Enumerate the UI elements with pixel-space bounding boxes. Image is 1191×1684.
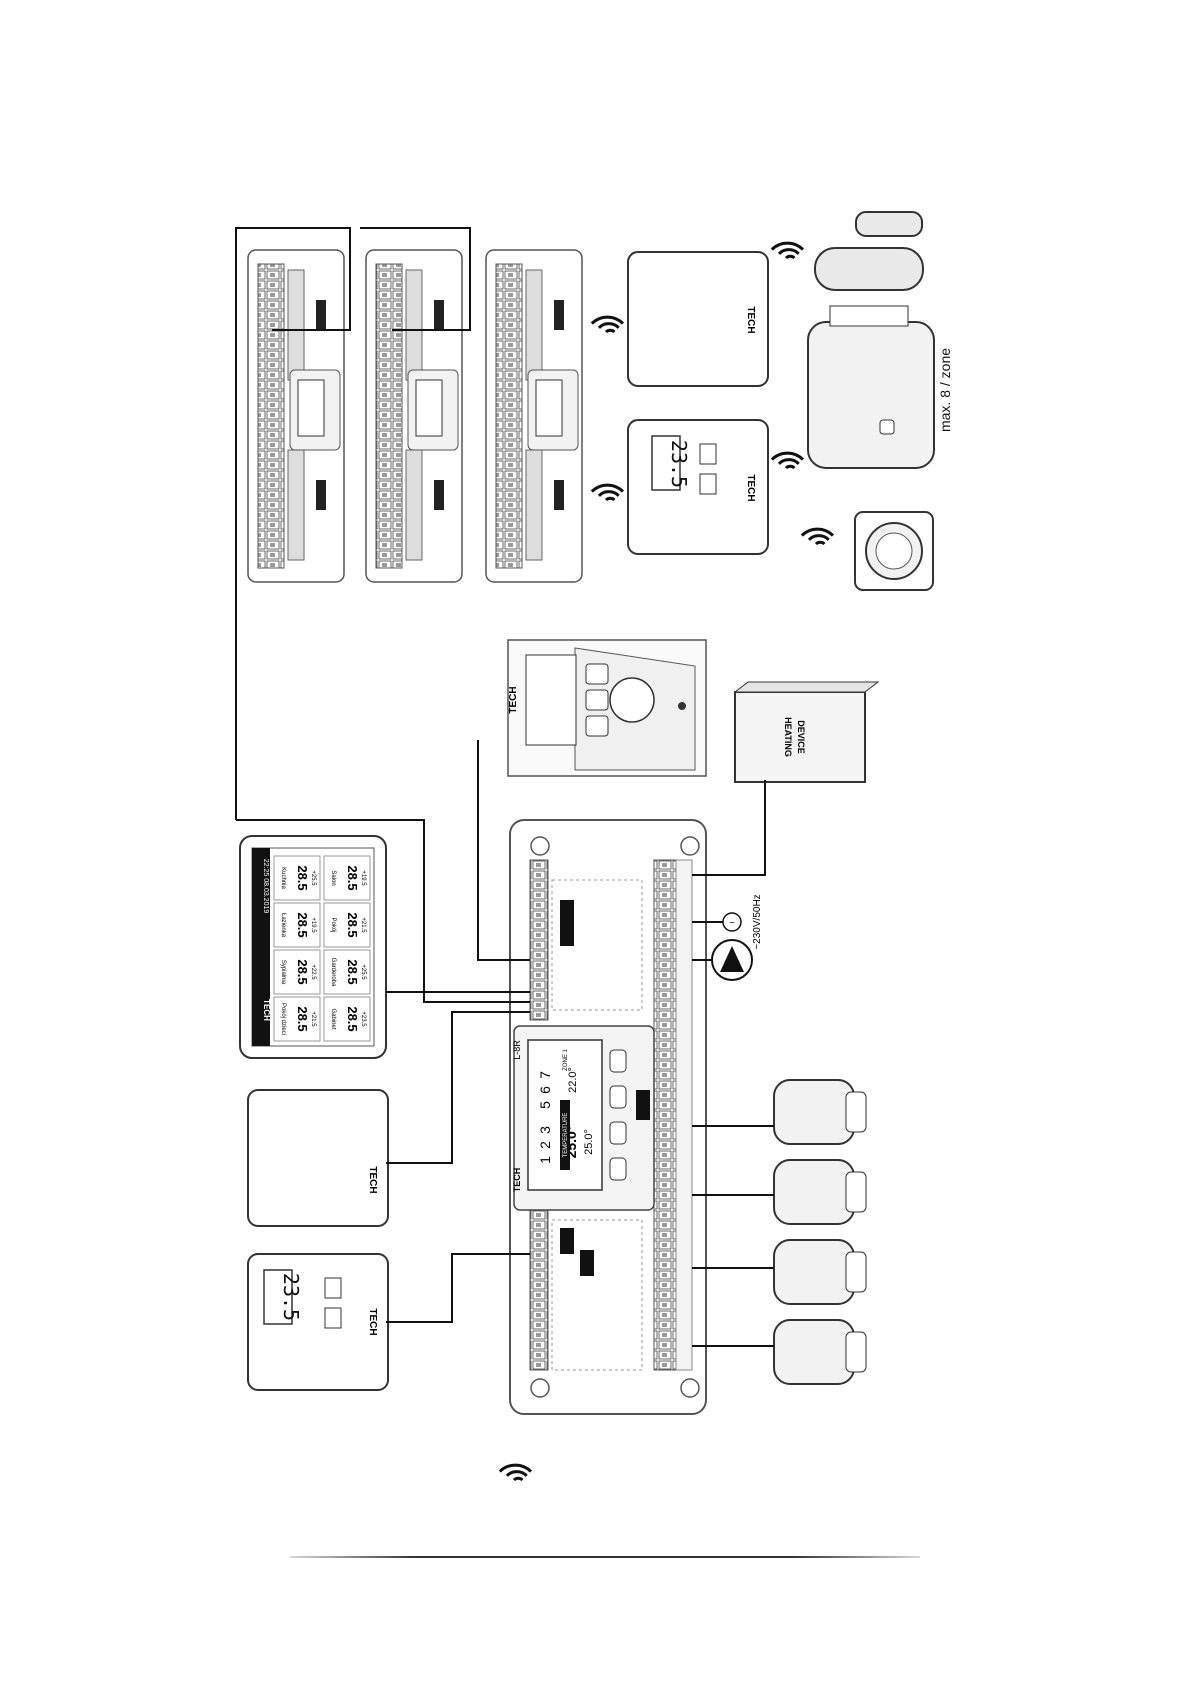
heating-device: HEATING DEVICE xyxy=(733,681,880,783)
actuator-3 xyxy=(773,1239,867,1305)
wired-sensor-plain-brand: TECH xyxy=(367,1166,378,1193)
window-sensor xyxy=(814,211,924,291)
touch-panel-zone-text: +21.5 xyxy=(360,917,366,933)
wireless-actuator-head xyxy=(807,305,935,469)
touch-panel-zone: Salon 28.5+19.5 xyxy=(323,855,371,901)
touch-panel-zone-text: 28.5 xyxy=(295,959,310,984)
touch-panel-zone: Pokój 28.5+21.5 xyxy=(323,902,371,948)
master-panel: TECH xyxy=(507,639,707,777)
touch-panel-zone-text: Gabinet xyxy=(330,1008,336,1029)
touch-panel-zone-text: 28.5 xyxy=(345,959,360,984)
max-per-zone-label: max. 8 / zone xyxy=(937,348,953,432)
touch-panel-zone-text: 28.5 xyxy=(345,912,360,937)
touch-panel-zone-text: Sypialnia xyxy=(280,960,286,985)
wired-sensor-plain: TECH xyxy=(247,1089,389,1227)
power-label: ~230V/50Hz xyxy=(752,894,763,949)
wireless-sensor-brand: TECH xyxy=(745,474,756,501)
svg-text:2: 2 xyxy=(537,1141,553,1149)
touch-panel-zone: Kuchnia 28.5+25.5 xyxy=(273,855,321,901)
main-controller: TECH L-8R 25.0° 25.0° 22.0° TEMPERATURE … xyxy=(509,819,707,1415)
wireless-sensor-plain: TECH xyxy=(627,251,769,387)
wires xyxy=(235,227,774,1347)
touch-panel-date: 22:25 08.03.2019 xyxy=(262,859,269,914)
controller-brand: TECH xyxy=(512,1168,522,1193)
touch-panel-zone-text: +23.5 xyxy=(360,1011,366,1027)
controller-model: L-8R xyxy=(512,1040,522,1060)
touch-panel-zone-text: Kuchnia xyxy=(280,867,286,889)
touch-panel-zone-text: +19.5 xyxy=(310,917,316,933)
svg-text:6: 6 xyxy=(537,1086,553,1094)
touch-panel-zone-text: Garderoba xyxy=(330,958,336,987)
touch-panel-zone-text: +19.5 xyxy=(360,870,366,886)
touch-panel-zone-text: +25.5 xyxy=(310,870,316,886)
footer-rule xyxy=(290,1556,920,1558)
touch-panel-zone: Łazienka 28.5+19.5 xyxy=(273,902,321,948)
controller-label-left: TEMPERATURE xyxy=(563,1113,569,1158)
svg-text:5: 5 xyxy=(537,1101,553,1109)
touch-panel-zone-text: +22.5 xyxy=(310,964,316,980)
svg-text:3: 3 xyxy=(537,1126,553,1134)
svg-text:1: 1 xyxy=(537,1156,553,1164)
touch-panel-zone-text: 28.5 xyxy=(295,1006,310,1031)
slave-controller-3 xyxy=(485,249,583,583)
touch-panel-zone: Pokój dzieci 28.5+21.5 xyxy=(273,996,321,1042)
master-panel-brand: TECH xyxy=(508,686,519,713)
wired-sensor-brand: TECH xyxy=(367,1308,378,1335)
slave-controller-1 xyxy=(247,249,345,583)
touch-panel-brand: TECH xyxy=(262,999,271,1021)
floor-sensor xyxy=(854,511,934,591)
touch-panel-zone-text: +21.5 xyxy=(310,1011,316,1027)
wired-sensor-readout: 23.5 xyxy=(279,1273,303,1321)
touch-panel-zone-text: 28.5 xyxy=(295,865,310,890)
touch-panel-zone: Garderoba 28.5+25.5 xyxy=(323,949,371,995)
touch-panel-zone-text: Pokój dzieci xyxy=(280,1003,286,1035)
controller-label-right: ZONE 1 xyxy=(563,1049,569,1071)
touch-panel-zone-text: 28.5 xyxy=(345,1006,360,1031)
controller-temp-right: 22.0° xyxy=(567,1067,579,1093)
wired-sensor-display: 23.5 TECH xyxy=(247,1253,389,1391)
touch-panel-zone-text: Łazienka xyxy=(280,913,286,938)
heating-device-label-1: HEATING xyxy=(783,717,793,757)
svg-text:~: ~ xyxy=(729,918,735,929)
controller-buttons xyxy=(609,1049,650,1181)
touch-panel-zone-text: +25.5 xyxy=(360,964,366,980)
actuator-4 xyxy=(773,1319,867,1385)
touch-panel-zone-text: Pokój xyxy=(330,917,336,932)
slave-controller-2 xyxy=(365,249,463,583)
actuator-1 xyxy=(773,1079,867,1145)
touch-panel-zone: Gabinet 28.5+23.5 xyxy=(323,996,371,1042)
controller-zone-digits: 1 2 3 5 6 7 xyxy=(537,1071,553,1164)
wireless-sensor-plain-brand: TECH xyxy=(745,306,756,333)
heating-device-label-2: DEVICE xyxy=(796,720,806,754)
touch-panel-zone-text: 28.5 xyxy=(295,912,310,937)
touch-panel-zone: Sypialnia 28.5+22.5 xyxy=(273,949,321,995)
circulation-pump xyxy=(711,939,753,981)
touch-panel-zone-text: Salon xyxy=(330,870,336,885)
wireless-sensor-readout: 23.5 xyxy=(667,440,691,488)
wireless-sensor-display: 23.5 TECH xyxy=(627,419,769,555)
controller-temp-sub: 25.0° xyxy=(583,1129,595,1155)
actuator-2 xyxy=(773,1159,867,1225)
touch-panel-zone-text: 28.5 xyxy=(345,865,360,890)
svg-text:7: 7 xyxy=(537,1071,553,1079)
